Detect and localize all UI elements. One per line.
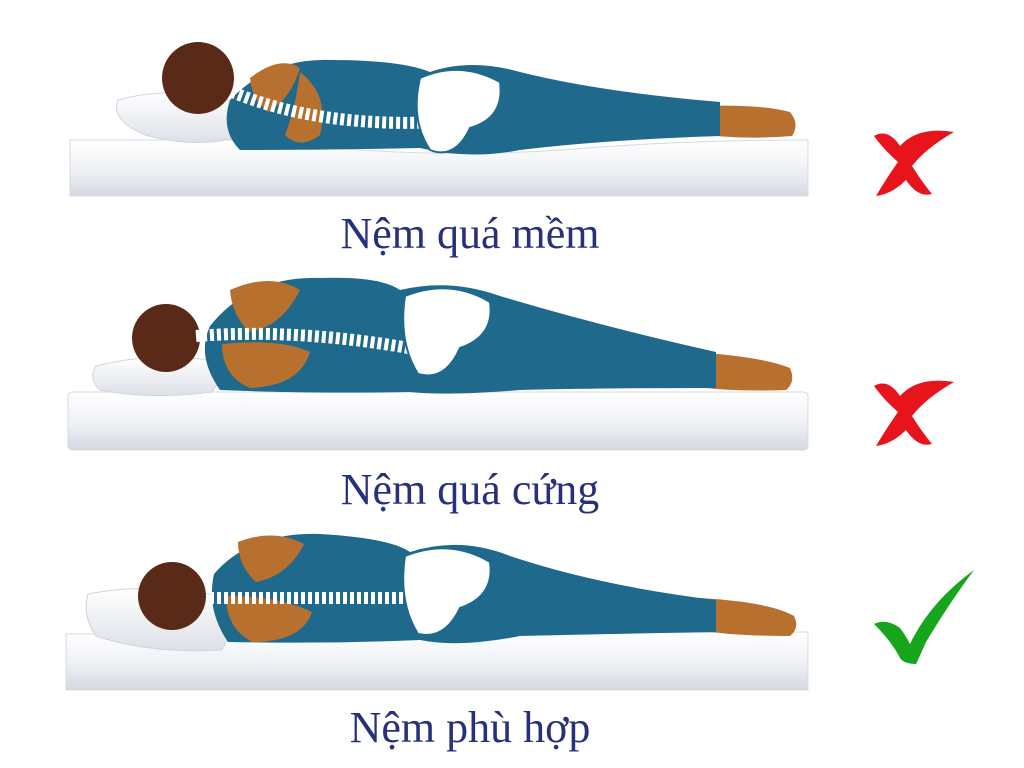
pelvis	[415, 69, 502, 154]
spine	[195, 327, 422, 356]
shoulder-skin	[230, 281, 300, 332]
caption-too-soft: Nệm quá mềm	[340, 209, 600, 258]
arm-skin	[226, 596, 312, 642]
sleeper-illustration-suitable	[65, 533, 809, 691]
sleeper-illustration-too-soft	[69, 42, 809, 197]
red-x-icon	[874, 380, 954, 446]
feet	[700, 598, 797, 636]
head	[132, 304, 200, 372]
head	[162, 42, 234, 114]
panel-too-firm: Nệm quá cứng	[0, 256, 1024, 512]
panel-suitable: Nệm phù hợp	[0, 512, 1024, 768]
sleeper-illustration-too-firm	[67, 277, 809, 451]
green-check-icon	[874, 570, 974, 664]
pelvis	[402, 287, 492, 377]
red-x-icon	[874, 130, 954, 196]
pelvis	[402, 547, 492, 636]
shoulder-skin	[238, 535, 304, 582]
feet	[700, 105, 796, 138]
arm-skin	[222, 342, 310, 388]
mattress	[67, 391, 809, 451]
caption-too-firm: Nệm quá cứng	[340, 465, 600, 514]
spine	[229, 86, 441, 129]
head	[138, 562, 206, 630]
caption-suitable: Nệm phù hợp	[349, 703, 591, 752]
panel-too-soft: Nệm quá mềm	[0, 0, 1024, 256]
